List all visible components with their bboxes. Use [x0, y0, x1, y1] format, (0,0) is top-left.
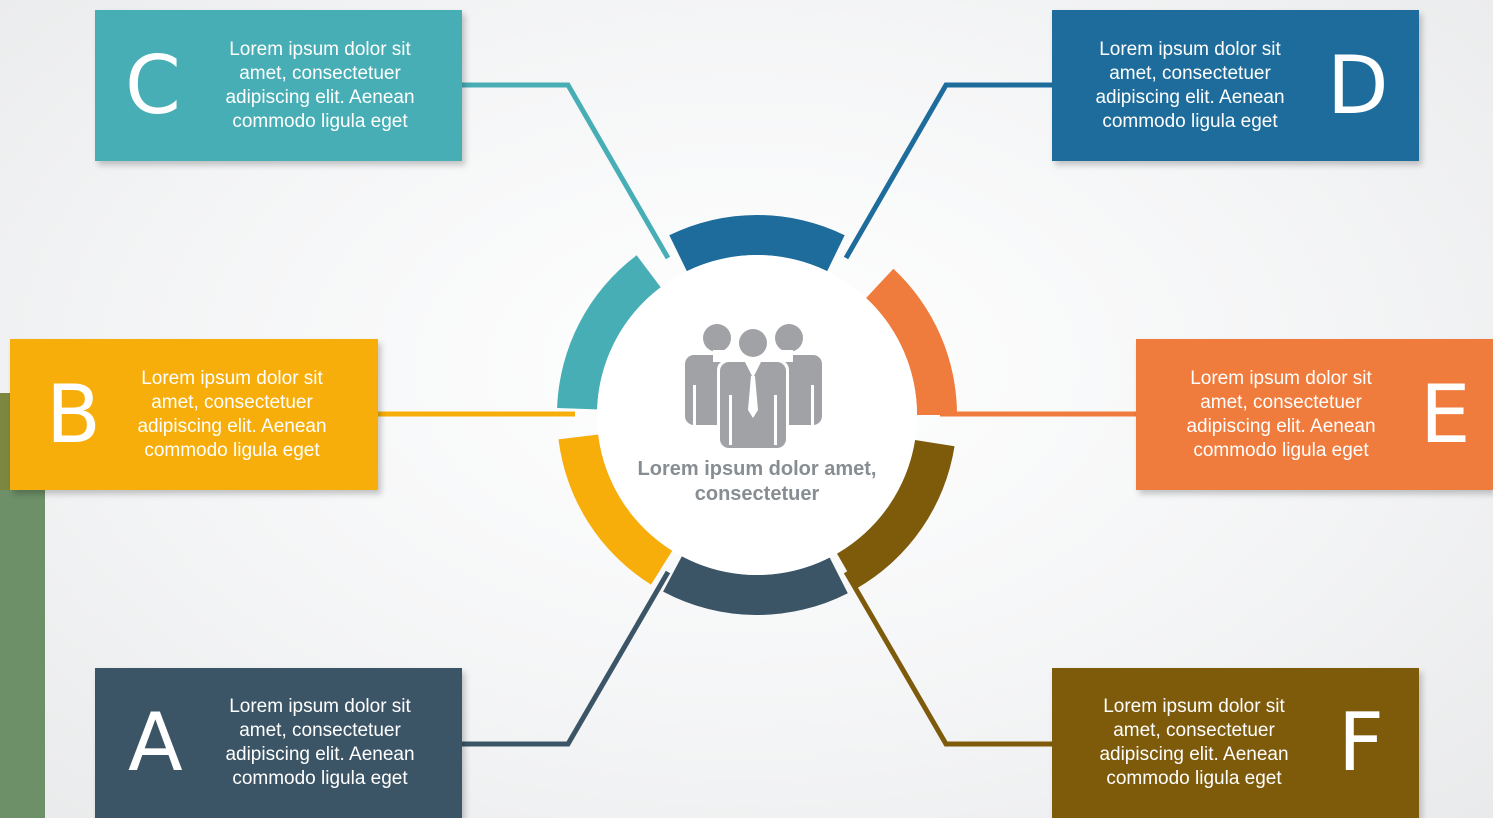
- box-a-text: Lorem ipsum dolor sit amet, consectetuer…: [225, 696, 415, 789]
- person-center-arm-left: [729, 395, 732, 445]
- letter-d: D: [1327, 38, 1389, 132]
- letter-a: A: [128, 696, 183, 789]
- person-left-head: [703, 324, 731, 352]
- box-e-text: Lorem ipsum dolor sit amet, consectetuer…: [1186, 367, 1376, 461]
- connectors: [378, 82, 1136, 747]
- box-a: A Lorem ipsum dolor sit amet, consectetu…: [95, 668, 462, 818]
- ring-arcs: [557, 215, 957, 615]
- connector-f: [843, 570, 1052, 747]
- ring-arc-d: [669, 215, 845, 272]
- box-d-text: Lorem ipsum dolor sit amet, consectetuer…: [1095, 38, 1285, 132]
- person-center-tie: [748, 376, 758, 418]
- connector-d: [843, 82, 1052, 260]
- ring-arc-b: [558, 434, 673, 585]
- person-center-collar: [745, 362, 761, 378]
- ring-arc-f: [837, 440, 955, 589]
- letter-e: E: [1420, 367, 1471, 461]
- box-d: Lorem ipsum dolor sit amet, consectetuer…: [1052, 10, 1419, 161]
- person-center-arm-right: [774, 395, 777, 445]
- person-left-arm: [693, 385, 696, 425]
- letter-c: C: [125, 38, 181, 132]
- person-right-arm: [811, 385, 814, 425]
- box-b: B Lorem ipsum dolor sit amet, consectetu…: [10, 339, 378, 490]
- box-f-text: Lorem ipsum dolor sit amet, consectetuer…: [1099, 696, 1289, 789]
- box-b-text: Lorem ipsum dolor sit amet, consectetuer…: [137, 367, 327, 461]
- side-accent-bar-bottom: [0, 490, 45, 818]
- box-e: Lorem ipsum dolor sit amet, consectetuer…: [1136, 339, 1493, 490]
- ring-arc-c: [557, 255, 661, 410]
- connector-a: [462, 570, 671, 747]
- letter-f: F: [1338, 696, 1385, 789]
- people-group-icon: [685, 324, 822, 448]
- box-c-text: Lorem ipsum dolor sit amet, consectetuer…: [225, 38, 415, 132]
- ring-arc-a: [663, 556, 848, 615]
- person-center-head: [739, 329, 767, 357]
- box-f: Lorem ipsum dolor sit amet, consectetuer…: [1052, 668, 1419, 818]
- person-right-head: [775, 324, 803, 352]
- letter-b: B: [46, 367, 101, 461]
- box-c: C Lorem ipsum dolor sit amet, consectetu…: [95, 10, 462, 161]
- center-caption: Lorem ipsum dolor amet, consectetuer: [637, 458, 877, 505]
- connector-c: [462, 82, 671, 260]
- ring-arc-e: [866, 268, 957, 415]
